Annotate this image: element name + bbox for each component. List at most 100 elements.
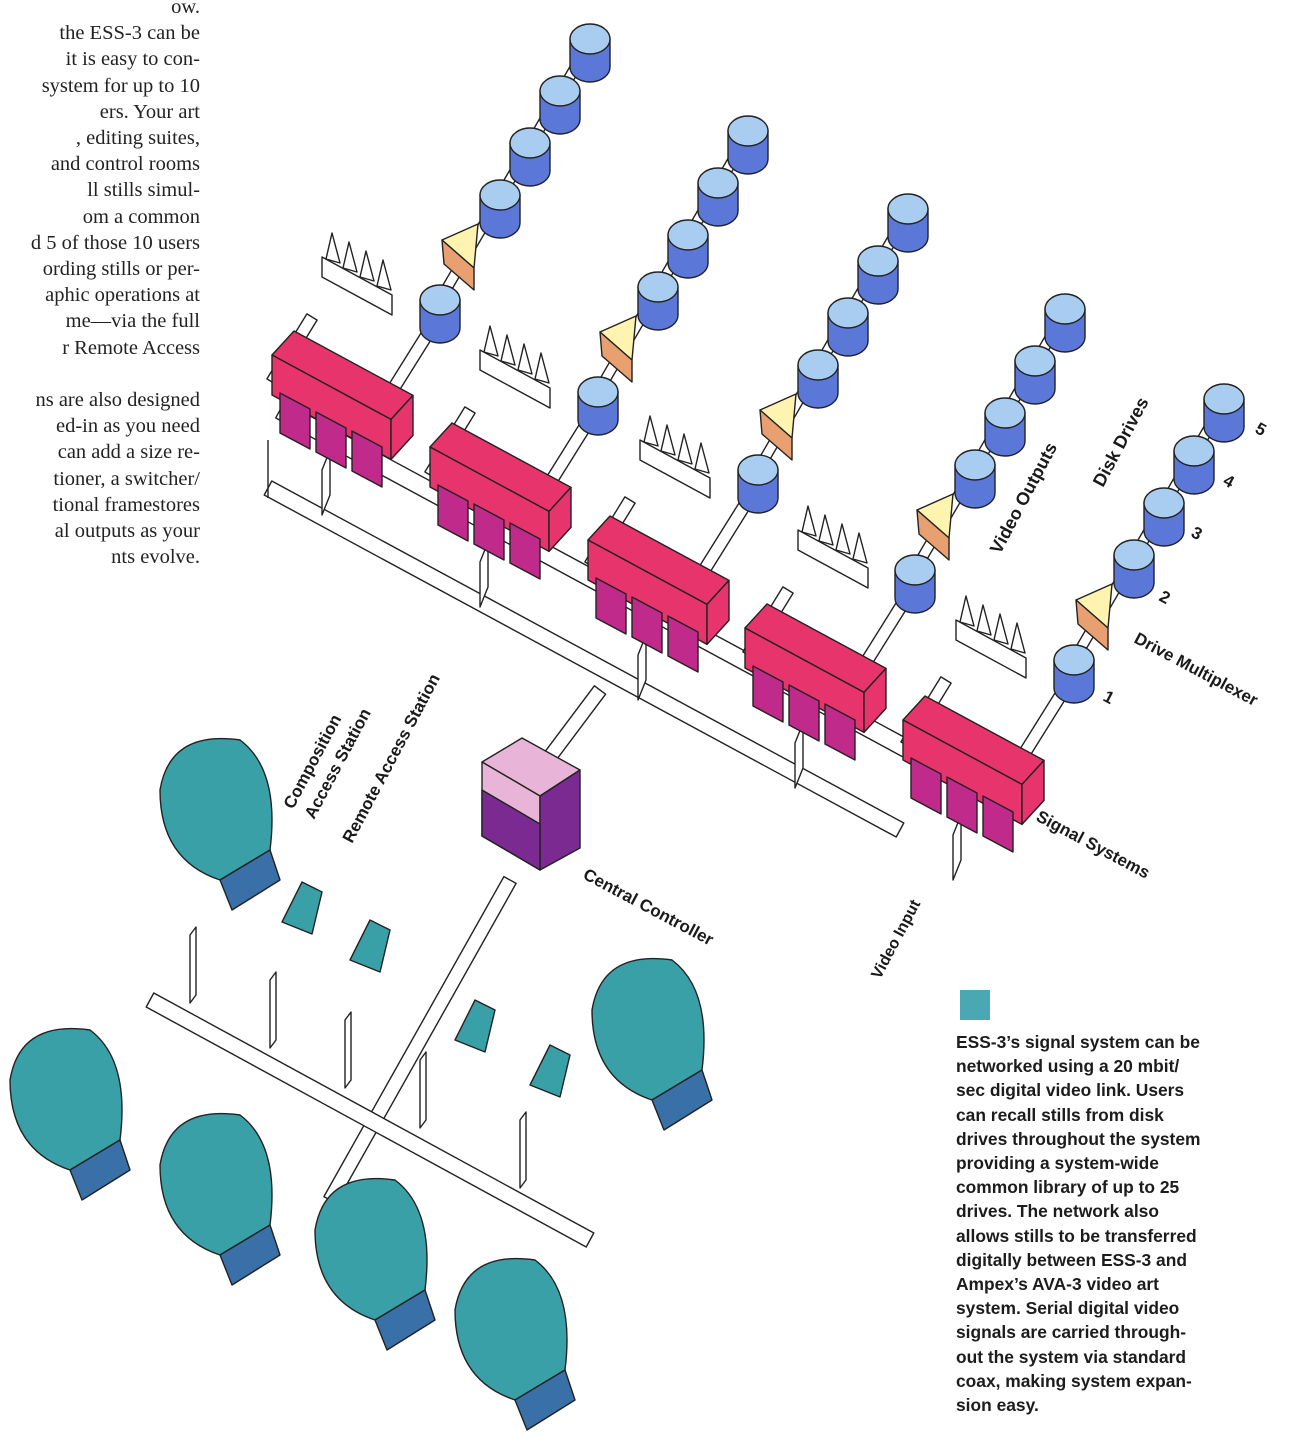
disk-drive — [667, 219, 709, 279]
signal-card-slot — [315, 411, 347, 469]
disk-drive — [637, 271, 679, 331]
access-tablet — [529, 1044, 571, 1098]
signal-system-unit — [429, 422, 572, 580]
signal-box-end — [1021, 759, 1045, 826]
comb-tooth — [677, 433, 693, 465]
disk-drive — [827, 297, 869, 357]
signal-box-end — [390, 394, 414, 461]
disk-top — [887, 193, 929, 225]
disk-top — [984, 397, 1026, 429]
workstation-monitor — [314, 1177, 436, 1351]
comb-tooth — [643, 415, 659, 447]
body-line: ording stills or per- — [42, 258, 200, 281]
signal-card-slot — [509, 522, 541, 580]
workstation-bus — [145, 992, 595, 1248]
signal-card-slot — [752, 665, 784, 723]
signal-system-units — [271, 330, 1045, 853]
comb-tooth — [818, 514, 834, 546]
disk-drive — [1044, 293, 1086, 353]
body-line: the ESS-3 can be — [59, 22, 200, 45]
keyboard — [514, 1369, 576, 1431]
signal-card-slot — [351, 430, 383, 488]
caption-line: digitally between ESS-3 and — [956, 1249, 1187, 1270]
disk-drive — [857, 245, 899, 305]
disk-top — [697, 167, 739, 199]
disk-top — [727, 115, 769, 147]
body-line: it is easy to con- — [65, 48, 200, 71]
disk-top — [1143, 487, 1185, 519]
tablet-face — [281, 881, 323, 935]
comb-tooth — [534, 352, 550, 384]
comb-tooth — [500, 334, 516, 366]
disk-top — [667, 219, 709, 251]
body-line: system for up to 10 — [41, 74, 200, 97]
disk-drive — [539, 75, 581, 135]
signal-card-slot — [667, 615, 699, 673]
body-line: d 5 of those 10 users — [30, 231, 200, 254]
keyboard — [374, 1289, 436, 1351]
video-input-bus — [263, 480, 905, 838]
drive-number-label: 4 — [1220, 471, 1238, 492]
disk-top — [1173, 435, 1215, 467]
caption-line: allows stills to be transferred — [956, 1225, 1197, 1246]
signal-system-unit — [744, 603, 887, 761]
workstation-monitor — [159, 1112, 281, 1286]
disk-drive — [1014, 345, 1056, 405]
monitor-body — [9, 1027, 123, 1171]
tablet-face — [454, 999, 496, 1053]
caption-line: sion easy. — [956, 1395, 1039, 1416]
comb-tooth — [993, 613, 1009, 645]
body-line: al outputs as your — [54, 520, 200, 543]
keyboard — [219, 849, 281, 911]
monitor-body — [314, 1177, 428, 1321]
caption-line: system. Serial digital video — [956, 1298, 1180, 1319]
workstation-monitor — [591, 957, 713, 1131]
caption-line: drives throughout the system — [956, 1128, 1201, 1149]
caption-line: providing a system-wide — [956, 1153, 1159, 1174]
access-tablet — [281, 881, 323, 935]
monitor-body — [591, 957, 705, 1101]
disk-top — [954, 449, 996, 481]
disk-drive — [894, 554, 936, 614]
disk-top — [577, 376, 619, 408]
drive-number-label: 3 — [1188, 523, 1205, 544]
comb-tooth — [976, 604, 992, 636]
body-line: ll stills simul- — [87, 179, 200, 202]
disk-top — [1053, 644, 1095, 676]
mux-side — [759, 409, 793, 461]
disk-drive — [577, 376, 619, 436]
signal-box-end — [706, 579, 730, 646]
label-disk-drives: Disk Drives — [1089, 394, 1153, 490]
disk-drive — [1173, 435, 1215, 495]
signal-box-end — [548, 486, 572, 553]
workstation-monitor — [454, 1257, 576, 1431]
caption-line: ESS-3’s signal system can be — [956, 1032, 1200, 1052]
comb-tooth — [342, 241, 358, 273]
signal-card-slot — [631, 596, 663, 654]
comb-tooth — [660, 424, 676, 456]
workstation-monitor — [9, 1027, 131, 1201]
disk-top — [509, 127, 551, 159]
video-input-strip — [321, 449, 331, 516]
drive-multiplexer — [916, 493, 954, 561]
label-video-outputs: Video Outputs — [986, 439, 1061, 557]
drive-multiplexer — [1075, 583, 1113, 651]
disk-top — [827, 297, 869, 329]
drive-multiplexer — [599, 315, 637, 383]
signal-card-slot — [946, 776, 978, 834]
video-input-strip — [952, 814, 962, 881]
disk-top — [1203, 383, 1245, 415]
signal-box-end — [863, 667, 887, 734]
body-line: can add a size re- — [57, 441, 200, 464]
caption-line: sec digital video link. Users — [956, 1080, 1185, 1101]
comb-tooth — [325, 232, 341, 264]
comb-base — [955, 619, 1027, 679]
comb-base — [797, 529, 869, 589]
label-signal-systems: Signal Systems — [1033, 807, 1153, 883]
monitor-body — [454, 1257, 568, 1401]
caption-line: networked using a 20 mbit/ — [956, 1056, 1180, 1077]
video-input-connectors — [321, 449, 962, 881]
signal-card-slot — [788, 684, 820, 742]
keyboard — [651, 1069, 713, 1131]
tablet-face — [349, 919, 391, 973]
